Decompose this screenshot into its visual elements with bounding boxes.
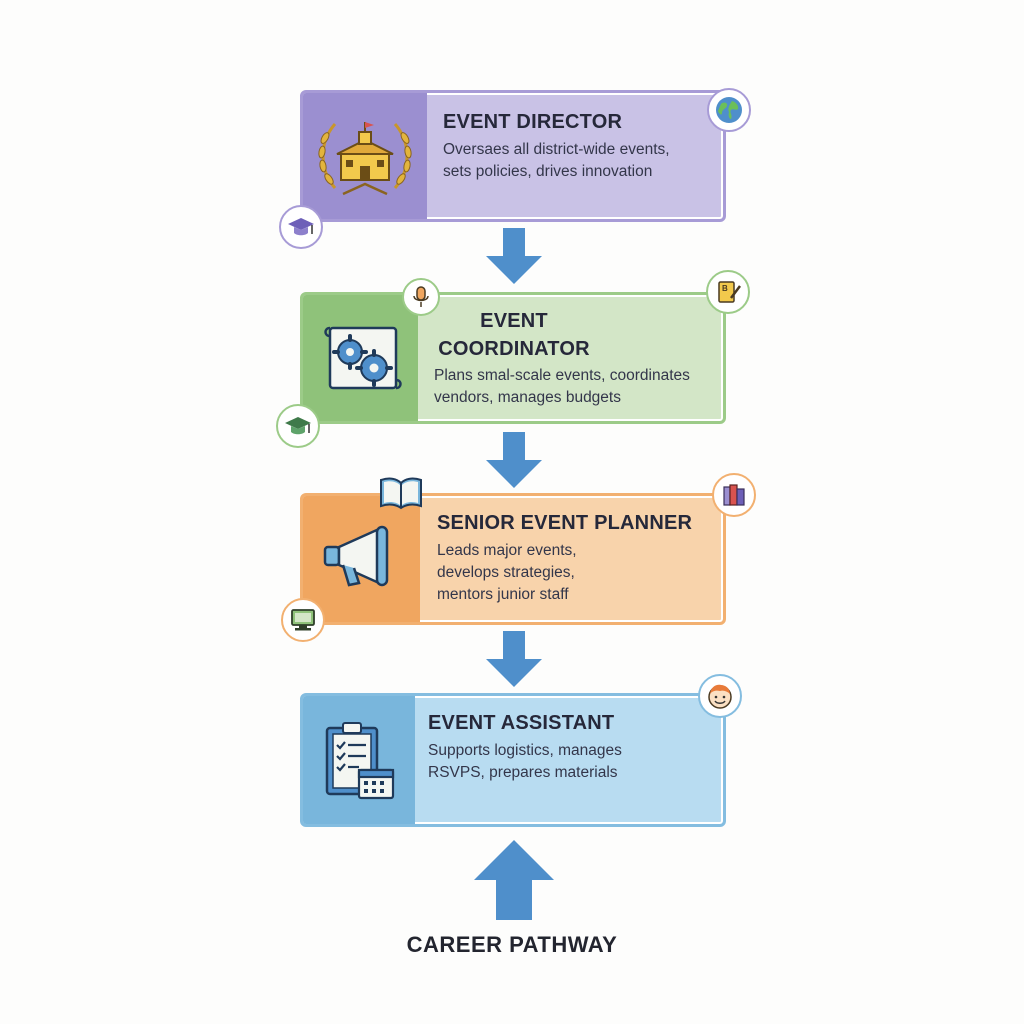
stage-title: EVENT DIRECTOR — [443, 111, 623, 133]
graduation-cap-icon — [276, 404, 320, 448]
stage-description: Oversaes all district-wide events, sets … — [443, 141, 670, 180]
graduation-cap-icon — [279, 205, 323, 249]
gears-blueprint-icon — [303, 295, 418, 421]
globe-icon — [707, 88, 751, 132]
down-arrow-icon — [486, 432, 542, 488]
stage-title: EVENT ASSISTANT — [428, 712, 615, 734]
smiley-face-icon — [698, 674, 742, 718]
down-arrow-icon — [486, 228, 542, 284]
stage-card-event-assistant: EVENT ASSISTANT Supports logistics, mana… — [300, 693, 726, 827]
stage-card-event-director: EVENT DIRECTOR Oversaes all district-wid… — [300, 90, 726, 222]
school-laurel-icon — [303, 93, 427, 219]
open-book-icon — [378, 472, 424, 512]
stage-title: EVENT COORDINATOR — [438, 310, 590, 360]
computer-icon — [281, 598, 325, 642]
stage-card-senior-event-planner: SENIOR EVENT PLANNER Leads major events,… — [300, 493, 726, 625]
svg-text:B: B — [722, 284, 728, 293]
stage-description: Plans smal-scale events, coordinates ven… — [434, 367, 690, 406]
diagram-caption: CAREER PATHWAY — [406, 932, 618, 957]
microphone-icon — [402, 278, 440, 316]
books-icon — [712, 473, 756, 517]
stage-title: SENIOR EVENT PLANNER — [437, 512, 693, 534]
clipboard-pen-icon: B — [706, 270, 750, 314]
stage-description: Supports logistics, manages RSVPS, prepa… — [428, 742, 622, 781]
down-arrow-icon — [486, 631, 542, 687]
megaphone-icon — [303, 496, 420, 622]
stage-card-event-coordinator: EVENT COORDINATOR Plans smal-scale event… — [300, 292, 726, 424]
stage-description: Leads major events, develops strategies,… — [437, 542, 577, 603]
checklist-calendar-icon — [303, 696, 415, 824]
up-arrow-icon — [474, 840, 554, 920]
